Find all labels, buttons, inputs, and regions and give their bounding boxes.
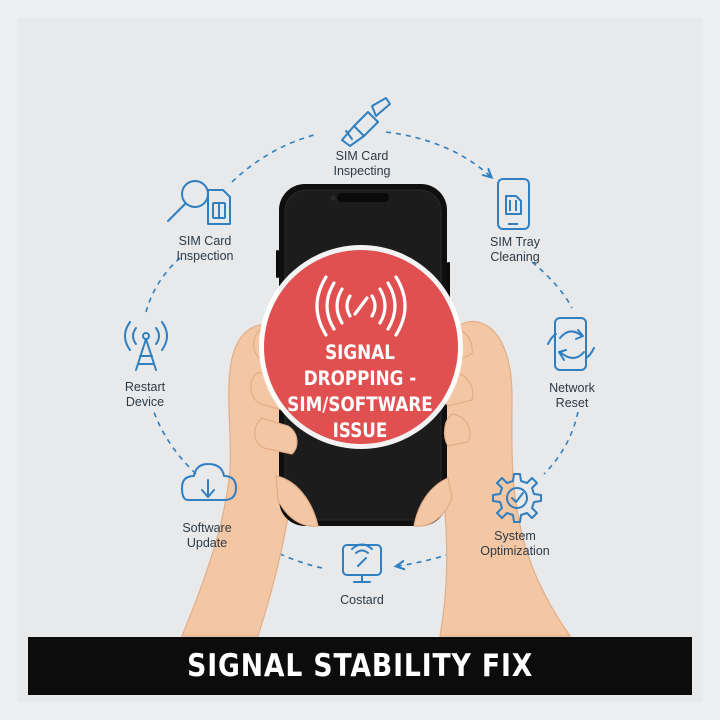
arrow-1: [385, 131, 490, 176]
arrow-2: [531, 261, 573, 309]
issue-badge-title: SIGNAL DROPPING - SIM/SOFTWARE ISSUE: [287, 341, 433, 442]
arrow-8: [231, 133, 319, 183]
phone-refresh-icon: [547, 317, 595, 371]
step-label-costard: Costard: [340, 593, 384, 607]
step-label-software-update: Software Update: [182, 521, 232, 550]
step-label-system-optimization: System Optimization: [480, 529, 550, 558]
issue-badge: [259, 245, 463, 449]
magnifier-sim-icon: [167, 180, 231, 225]
step-label-sim-card-inspection: SIM Card Inspection: [176, 234, 234, 263]
step-label-network-reset: Network Reset: [549, 381, 595, 410]
step-label-restart-device: Restart Device: [124, 380, 166, 409]
banner-title: SIGNAL STABILITY FIX: [187, 648, 533, 684]
arrow-7: [145, 257, 181, 313]
signal-monitor-icon: [342, 543, 382, 583]
arrow-6: [153, 411, 197, 475]
title-banner: SIGNAL STABILITY FIX: [28, 637, 692, 695]
cloud-download-icon: [181, 463, 237, 501]
gear-check-icon: [492, 473, 542, 523]
arrow-3: [543, 411, 579, 475]
signal-waves-icon: [315, 275, 407, 337]
phone-sim-icon: [497, 178, 530, 230]
brush-icon: [341, 97, 391, 147]
step-label-sim-tray-cleaning: SIM Tray Cleaning: [489, 235, 540, 264]
antenna-tower-icon: [124, 321, 168, 371]
step-label-sim-card-inspecting: SIM Card Inspecting: [333, 149, 391, 178]
